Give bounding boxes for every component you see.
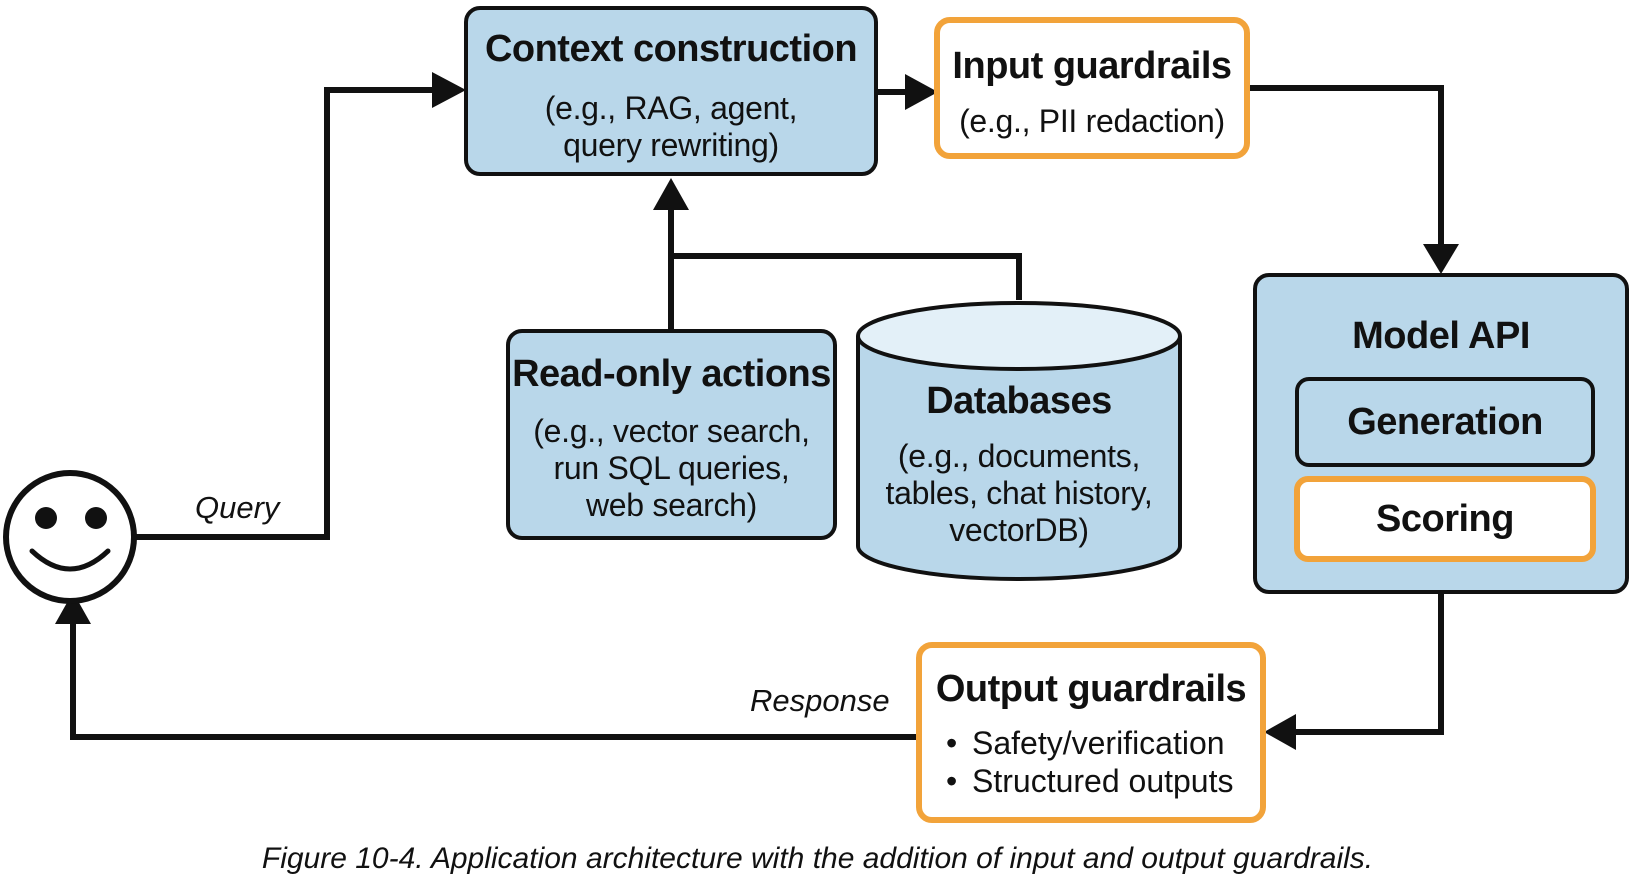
- databases-title: Databases: [926, 380, 1112, 422]
- model-to-output-connector: [1296, 592, 1444, 735]
- context-construction-line-1: (e.g., RAG, agent,: [544, 90, 798, 126]
- query-label: Query: [195, 490, 280, 525]
- databases-line-3: vectorDB): [949, 512, 1089, 548]
- scoring-box: Scoring: [1294, 476, 1596, 562]
- generation-box: Generation: [1295, 377, 1595, 467]
- input-guardrails-box: Input guardrails (e.g., PII redaction): [934, 17, 1250, 159]
- sources-to-context-connector: [668, 253, 1022, 330]
- response-label: Response: [750, 683, 890, 718]
- context-construction-box: Context construction (e.g., RAG, agent, …: [464, 6, 878, 176]
- figure-caption: Figure 10-4. Application architecture wi…: [261, 842, 1374, 875]
- input-guardrails-line-1: (e.g., PII redaction): [959, 103, 1225, 139]
- response-arrowhead: [55, 592, 91, 624]
- model-api-box: Model API Generation Scoring: [1253, 273, 1629, 594]
- scoring-label: Scoring: [1376, 498, 1514, 540]
- read-only-actions-line-1: (e.g., vector search,: [533, 413, 810, 449]
- generation-label: Generation: [1347, 401, 1543, 443]
- user-smiley-icon: [3, 470, 137, 604]
- databases-line-2: tables, chat history,: [885, 475, 1153, 511]
- read-only-actions-box: Read-only actions (e.g., vector search, …: [506, 329, 837, 540]
- read-only-actions-title: Read-only actions: [512, 353, 831, 395]
- read-only-actions-line-2: run SQL queries,: [553, 450, 790, 486]
- output-guardrails-box: Output guardrails Safety/verification St…: [916, 642, 1266, 823]
- query-arrowhead: [432, 72, 466, 108]
- input-guardrails-title: Input guardrails: [952, 45, 1232, 87]
- databases-line-1: (e.g., documents,: [897, 438, 1141, 474]
- context-construction-title: Context construction: [484, 28, 858, 70]
- sources-to-context-arrowhead: [653, 178, 689, 210]
- context-construction-line-2: query rewriting): [563, 127, 779, 163]
- query-connector: [132, 87, 432, 540]
- output-guardrails-list: Safety/verification Structured outputs: [946, 724, 1233, 800]
- input-to-model-arrowhead: [1423, 244, 1459, 274]
- output-guardrails-title: Output guardrails: [935, 668, 1247, 710]
- output-guardrails-item: Safety/verification: [946, 724, 1233, 762]
- databases-cylinder: [856, 301, 1182, 581]
- output-guardrails-item: Structured outputs: [946, 762, 1233, 800]
- databases-text: Databases (e.g., documents, tables, chat…: [858, 372, 1180, 572]
- input-to-model-connector: [1247, 85, 1444, 244]
- read-only-actions-line-3: web search): [586, 487, 757, 523]
- context-to-input-arrowhead: [905, 74, 938, 110]
- model-api-title: Model API: [1352, 315, 1530, 357]
- response-connector: [70, 622, 918, 740]
- model-to-output-arrowhead: [1264, 714, 1296, 750]
